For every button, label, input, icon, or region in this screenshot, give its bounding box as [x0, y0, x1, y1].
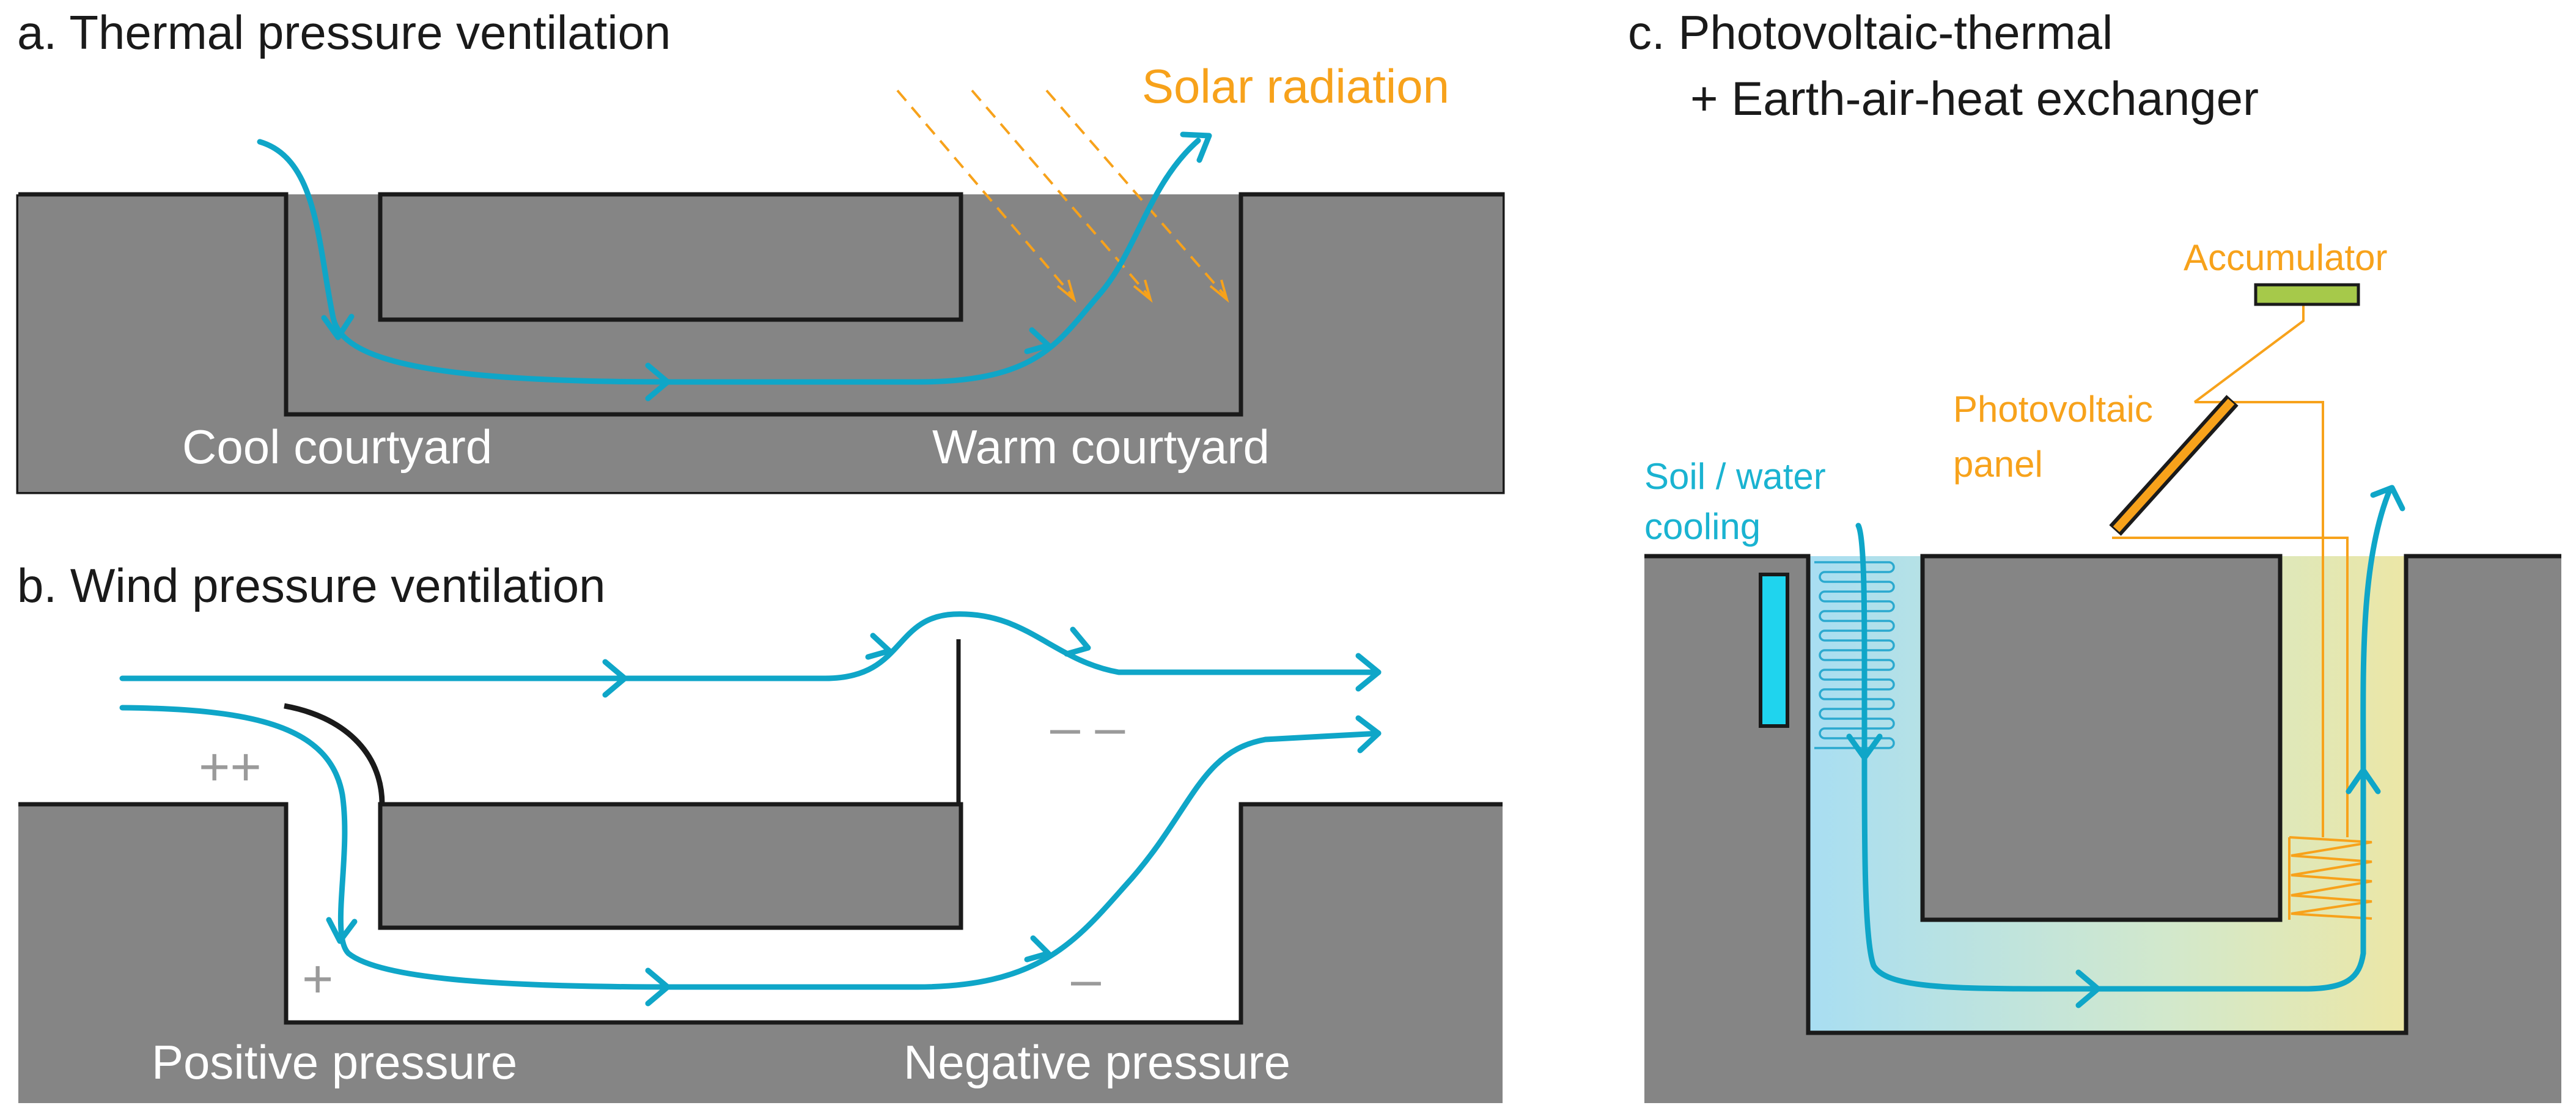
heat-coil [2288, 836, 2372, 920]
positive-pressure-label: Positive pressure [152, 1035, 517, 1089]
panel-b-top-arrow-1 [602, 659, 628, 698]
panel-a-arrow-down [321, 314, 355, 340]
panel-b-top-arrow-3 [1064, 626, 1091, 657]
panel-b-title: b. Wind pressure ventilation [17, 559, 605, 612]
soil-cooling-label-line1: Soil / water [1644, 456, 1826, 497]
panel-c-building [1920, 554, 2283, 922]
pv-panel-label-line1: Photovoltaic [1953, 389, 2153, 430]
cooling-coil [1814, 561, 1895, 749]
solar-radiation-label: Solar radiation [1142, 59, 1449, 113]
panel-c-arrow-mid [2075, 969, 2101, 1008]
panel-c-ground-right [2406, 556, 2561, 1103]
negative-pressure-label: Negative pressure [903, 1035, 1290, 1089]
negative-sign: – [1071, 948, 1101, 1009]
panel-b: b. Wind pressure ventilation ++ + – – – … [17, 559, 1503, 1103]
panel-a: a. Thermal pressure ventilation Solar ra… [16, 6, 1505, 494]
panel-b-lower-arrow-end [1355, 715, 1382, 754]
accumulator [2254, 283, 2360, 306]
panel-a-arrow-right [1024, 327, 1051, 354]
panel-b-deflector [284, 703, 385, 805]
cooling-pipe [1759, 573, 1789, 728]
warm-courtyard-label: Warm courtyard [932, 420, 1270, 474]
panel-b-lower-airflow [119, 705, 1382, 990]
panel-a-ground-right [1241, 194, 1503, 492]
accumulator-label: Accumulator [2184, 237, 2387, 278]
positive-high-sign: ++ [199, 736, 262, 797]
panel-b-top-airflow [119, 611, 1382, 681]
panel-c: c. Photovoltaic-thermal + Earth-air-heat… [1628, 6, 2561, 1103]
panel-b-ground-right [1241, 804, 1503, 1103]
panel-a-title: a. Thermal pressure ventilation [17, 6, 671, 59]
panel-b-lower-arrow-down [326, 917, 358, 944]
pv-panel-label-line2: panel [1953, 444, 2043, 485]
positive-sign: + [302, 948, 333, 1009]
panel-b-ground-outline [18, 802, 1503, 1025]
panel-b-top-arrow-4 [1355, 653, 1382, 692]
panel-a-airflow [257, 138, 1201, 385]
panel-c-title-line2: + Earth-air-heat exchanger [1690, 72, 2259, 125]
panel-a-ground-outline [18, 192, 1503, 417]
cool-courtyard-label: Cool courtyard [182, 420, 492, 474]
panel-a-building [378, 192, 963, 322]
panel-c-arrow-up [2346, 767, 2381, 794]
panel-c-arrow-top [2370, 485, 2405, 512]
negative-high-sign: – – [1050, 697, 1125, 757]
panel-b-lower-arrow-right [1024, 935, 1051, 963]
panel-b-lower-arrow-mid [645, 967, 671, 1007]
panel-a-arrow-up [1180, 131, 1212, 163]
panel-a-arrow-mid [645, 362, 671, 402]
panel-c-airflow [1855, 486, 2393, 992]
panel-b-building [378, 802, 963, 930]
panel-b-top-arrow-2 [865, 633, 892, 660]
pv-panel [2113, 398, 2235, 532]
soil-cooling-label-line2: cooling [1644, 506, 1761, 547]
panel-c-ground-outline [1644, 554, 2561, 1035]
panel-c-title-line1: c. Photovoltaic-thermal [1628, 6, 2113, 59]
panel-c-arrow-down [1846, 733, 1883, 761]
